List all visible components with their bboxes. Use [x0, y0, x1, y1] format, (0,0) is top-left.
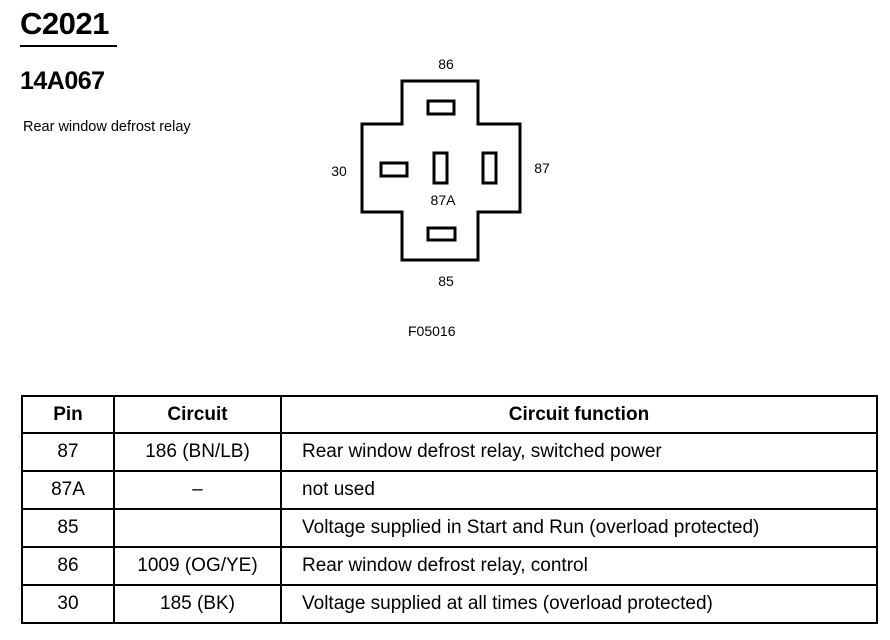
pin-cell: 87	[21, 432, 115, 472]
pin-label-87: 87	[534, 160, 550, 176]
connector-outline	[360, 79, 522, 262]
table-header-row: Pin Circuit Circuit function	[21, 395, 878, 434]
connector-id: C2021	[20, 6, 109, 41]
header-circuit-function: Circuit function	[280, 395, 878, 434]
pin-label-87a: 87A	[431, 192, 457, 208]
circuit-cell	[113, 508, 282, 548]
circuit-cell: 186 (BN/LB)	[113, 432, 282, 472]
part-number: 14A067	[20, 67, 105, 95]
header-circuit: Circuit	[113, 395, 282, 434]
table-row: 30 185 (BK) Voltage supplied at all time…	[21, 584, 878, 624]
pin-label-30: 30	[331, 163, 347, 179]
pin-85-terminal	[426, 226, 457, 242]
circuit-cell: 1009 (OG/YE)	[113, 546, 282, 586]
pin-86-terminal	[426, 99, 456, 116]
pin-label-86: 86	[438, 56, 454, 72]
function-cell: Rear window defrost relay, control	[280, 546, 878, 586]
pin-30-terminal	[379, 161, 409, 178]
component-description: Rear window defrost relay	[23, 119, 191, 135]
figure-reference: F05016	[408, 323, 456, 339]
pin-cell: 87A	[21, 470, 115, 510]
pin-cell: 86	[21, 546, 115, 586]
pin-87a-terminal	[432, 151, 449, 185]
relay-connector-diagram: 86 30 87 87A 85	[331, 56, 550, 289]
table-row: 87 186 (BN/LB) Rear window defrost relay…	[21, 432, 878, 472]
table-row: 85 Voltage supplied in Start and Run (ov…	[21, 508, 878, 548]
function-cell: Voltage supplied in Start and Run (overl…	[280, 508, 878, 548]
pinout-table: Pin Circuit Circuit function 87 186 (BN/…	[21, 395, 878, 624]
pin-label-85: 85	[438, 273, 454, 289]
pin-cell: 30	[21, 584, 115, 624]
table-row: 87A – not used	[21, 470, 878, 510]
circuit-cell: –	[113, 470, 282, 510]
function-cell: not used	[280, 470, 878, 510]
pin-87-terminal	[481, 151, 498, 185]
header-pin: Pin	[21, 395, 115, 434]
title-underline	[20, 45, 117, 47]
table-row: 86 1009 (OG/YE) Rear window defrost rela…	[21, 546, 878, 586]
function-cell: Voltage supplied at all times (overload …	[280, 584, 878, 624]
circuit-cell: 185 (BK)	[113, 584, 282, 624]
function-cell: Rear window defrost relay, switched powe…	[280, 432, 878, 472]
pin-cell: 85	[21, 508, 115, 548]
